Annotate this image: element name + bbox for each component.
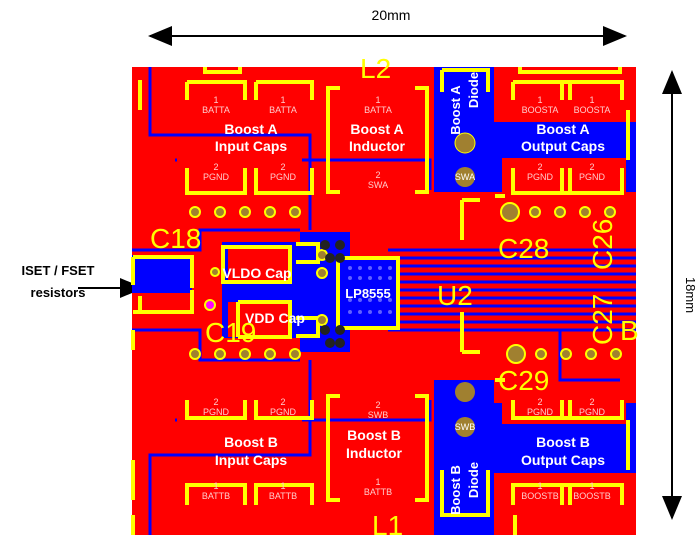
label-boost-b-diode-1: Boost B: [448, 465, 463, 515]
ic-bump-array: [348, 266, 392, 314]
via-rows: [189, 202, 622, 364]
test-point-labels: SWA SWB: [455, 172, 476, 432]
width-dimension-label: 20mm: [372, 7, 411, 23]
pad-pgnd-b2-num: 2: [280, 397, 285, 407]
ic-u2-body: [338, 258, 398, 328]
label-boost-b-inductor-2: Inductor: [346, 445, 403, 461]
pad-boosta-1-name: BOOSTA: [522, 105, 559, 115]
bottom-copper-regions: [132, 67, 636, 535]
label-boost-b-input-caps-1: Boost B: [224, 434, 278, 450]
pad-pgnd-a4-num: 2: [589, 162, 594, 172]
label-ic-lp8555: LP8555: [345, 286, 391, 301]
pad-inductor-a-name: BATTA: [364, 105, 392, 115]
refdes-b: B: [620, 315, 639, 346]
test-point-swa-top: [454, 132, 476, 154]
pad-batta-1-num: 1: [213, 95, 218, 105]
pad-pgnd-a1-num: 2: [213, 162, 218, 172]
label-boost-a-input-caps-2: Input Caps: [215, 138, 288, 154]
label-boost-b-input-caps-2: Input Caps: [215, 452, 288, 468]
test-point-swa: [455, 167, 475, 187]
pad-battb-2-name: BATTB: [269, 491, 297, 501]
test-point-swb: [455, 417, 475, 437]
refdes-c29: C29: [498, 365, 549, 396]
label-boost-a-input-caps-1: Boost A: [224, 121, 277, 137]
label-boost-a-output-caps-1: Boost A: [536, 121, 589, 137]
pad-pgnd-b4-name: PGND: [579, 407, 606, 417]
pad-pgnd-b2-name: PGND: [270, 407, 297, 417]
iset-fset-label-line2: resistors: [31, 285, 86, 300]
pad-swa-name: SWA: [368, 180, 388, 190]
iset-fset-label-line1: ISET / FSET: [22, 263, 95, 278]
refdes-c18: C18: [150, 223, 201, 254]
tp-swa-label: SWA: [455, 172, 475, 182]
label-boost-b-inductor-1: Boost B: [347, 427, 401, 443]
pad-battb-1-num: 1: [213, 481, 218, 491]
test-point-swb-top: [455, 382, 475, 402]
pad-pgnd-b1-name: PGND: [203, 407, 230, 417]
pad-boosta-1-num: 1: [537, 95, 542, 105]
ic-vias: [320, 240, 345, 348]
pad-pgnd-b3-name: PGND: [527, 407, 554, 417]
label-boost-a-diode-2: Diode: [466, 72, 481, 108]
pad-batta-2-name: BATTA: [269, 105, 297, 115]
diode-labels: Boost A Diode Boost B Diode: [448, 72, 481, 515]
label-vdd-cap: VDD Cap: [245, 310, 305, 326]
height-dimension-label: 18mm: [683, 277, 696, 313]
pad-pgnd-a3-num: 2: [537, 162, 542, 172]
refdes-c27: C27: [587, 294, 618, 345]
pad-battb-2-num: 1: [280, 481, 285, 491]
pad-boostb-1-num: 1: [537, 481, 542, 491]
pad-pgnd-a3-name: PGND: [527, 172, 554, 182]
refdes-l1: L1: [372, 510, 403, 535]
pad-batta-1-name: BATTA: [202, 105, 230, 115]
label-vldo-cap: VLDO Cap: [222, 265, 291, 281]
pad-boostb-1-name: BOOSTB: [521, 491, 559, 501]
pad-pgnd-a2-num: 2: [280, 162, 285, 172]
refdes-l2: L2: [360, 53, 391, 84]
pad-swb-name: SWB: [368, 410, 389, 420]
refdes-labels: C18 C19 C28 C29 U2 L1 L2 B C26 C27: [150, 53, 639, 535]
refdes-c26: C26: [587, 219, 618, 270]
refdes-c28: C28: [498, 233, 549, 264]
region-labels: Boost A Input Caps Boost A Inductor Boos…: [215, 121, 605, 468]
pad-boosta-2-num: 1: [589, 95, 594, 105]
pad-boostb-2-num: 1: [589, 481, 594, 491]
pad-swa-num: 2: [375, 170, 380, 180]
bottom-traces: [132, 67, 636, 535]
pad-labels: 1 BATTA 1 BATTA 1 BATTA 2 PGND 2 PGND 2 …: [202, 95, 611, 501]
label-boost-b-diode-2: Diode: [466, 462, 481, 498]
pad-pgnd-b4-num: 2: [589, 397, 594, 407]
pad-inductor-b-num: 1: [375, 477, 380, 487]
pad-pgnd-a4-name: PGND: [579, 172, 606, 182]
label-boost-b-output-caps-2: Output Caps: [521, 452, 605, 468]
pad-boostb-2-name: BOOSTB: [573, 491, 611, 501]
pad-boosta-2-name: BOOSTA: [574, 105, 611, 115]
label-boost-b-output-caps-1: Boost B: [536, 434, 590, 450]
pad-pgnd-b3-num: 2: [537, 397, 542, 407]
refdes-c19: C19: [205, 317, 256, 348]
pad-batta-2-num: 1: [280, 95, 285, 105]
refdes-u2: U2: [437, 280, 473, 311]
pad-inductor-a-num: 1: [375, 95, 380, 105]
pad-pgnd-b1-num: 2: [213, 397, 218, 407]
tp-swb-label: SWB: [455, 422, 476, 432]
label-boost-a-inductor-1: Boost A: [350, 121, 403, 137]
pad-pgnd-a2-name: PGND: [270, 172, 297, 182]
silkscreen: [131, 67, 630, 535]
pad-inductor-b-name: BATTB: [364, 487, 392, 497]
pad-battb-1-name: BATTB: [202, 491, 230, 501]
pad-swb-num: 2: [375, 400, 380, 410]
label-boost-a-inductor-2: Inductor: [349, 138, 406, 154]
label-boost-a-output-caps-2: Output Caps: [521, 138, 605, 154]
pad-pgnd-a1-name: PGND: [203, 172, 230, 182]
label-boost-a-diode-1: Boost A: [448, 85, 463, 135]
